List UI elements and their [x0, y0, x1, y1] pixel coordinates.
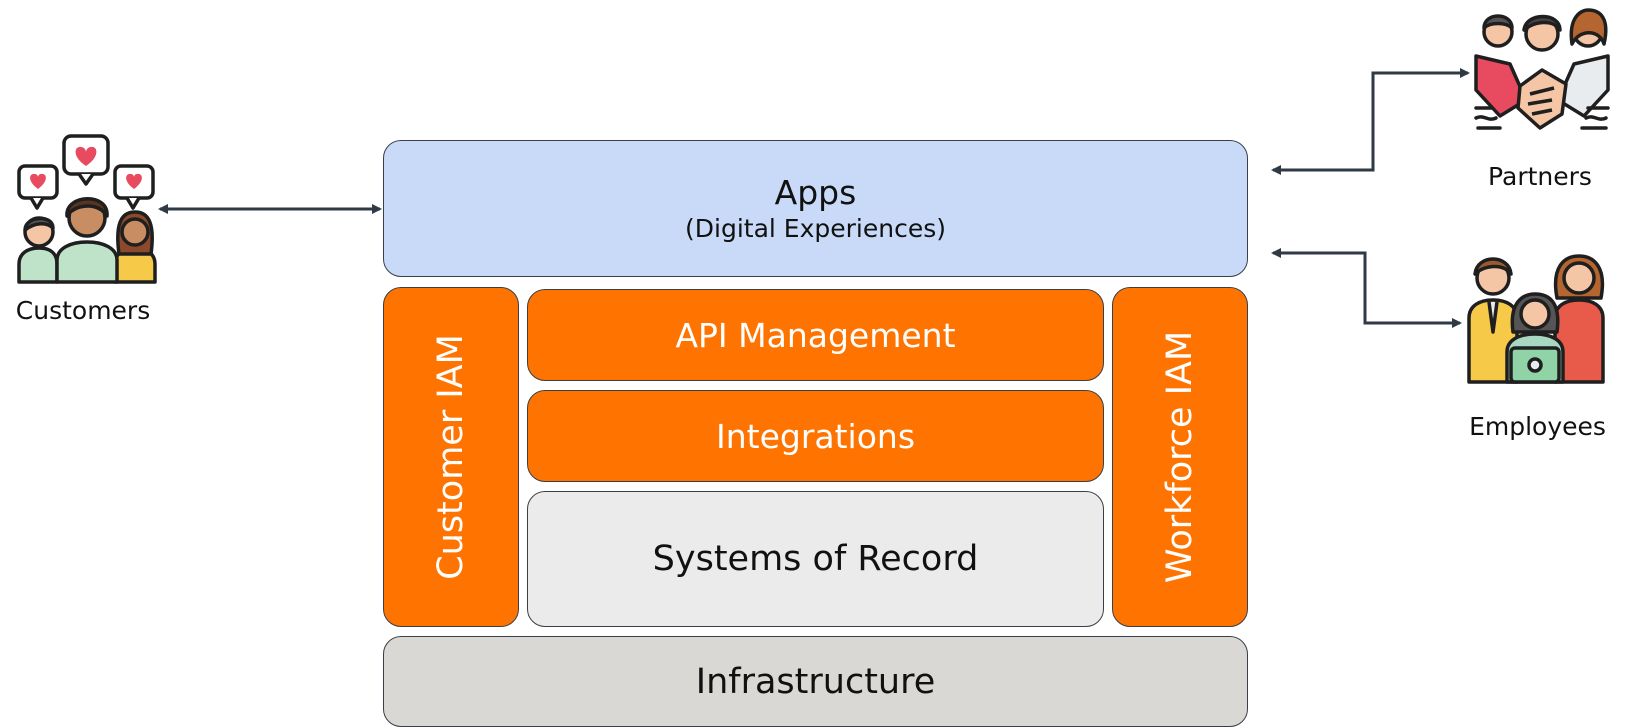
customers-hearts-icon — [17, 134, 157, 284]
customer-iam-label: Customer IAM — [431, 334, 472, 580]
employees-group-icon — [1467, 254, 1605, 384]
apps-layer: Apps (Digital Experiences) — [383, 140, 1248, 277]
workforce-iam-label: Workforce IAM — [1160, 330, 1201, 584]
employees-label: Employees — [1469, 412, 1606, 441]
customer-iam-layer: Customer IAM — [383, 287, 519, 627]
integrations-label: Integrations — [715, 416, 916, 456]
systems-of-record-layer: Systems of Record — [527, 491, 1104, 627]
partners-label: Partners — [1488, 162, 1592, 191]
employees-apps-arrow — [1271, 248, 1462, 328]
customers-label: Customers — [15, 296, 151, 325]
apps-subtitle: (Digital Experiences) — [685, 213, 946, 243]
integrations-layer: Integrations — [527, 390, 1104, 482]
workforce-iam-layer: Workforce IAM — [1112, 287, 1248, 627]
partners-handshake-icon — [1474, 8, 1610, 130]
infrastructure-label: Infrastructure — [695, 661, 936, 702]
partners-apps-arrow — [1271, 68, 1470, 175]
systems-of-record-label: Systems of Record — [652, 539, 979, 579]
api-management-layer: API Management — [527, 289, 1104, 381]
api-management-label: API Management — [675, 315, 956, 355]
apps-title: Apps — [774, 172, 857, 212]
infrastructure-layer: Infrastructure — [383, 636, 1248, 727]
